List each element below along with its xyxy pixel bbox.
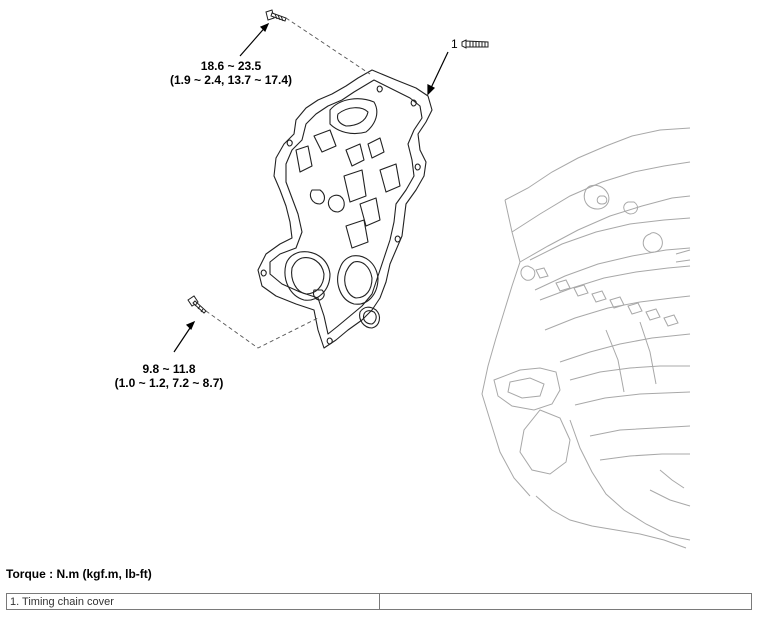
timing-chain-cover-drawing: [257, 69, 433, 349]
table-row: 1. Timing chain cover: [6, 593, 752, 610]
callout-bolt-icon: [461, 39, 489, 49]
upper-bolt-icon: [265, 9, 287, 22]
engine-block-drawing: [481, 127, 691, 549]
lower-torque-alt-units: (1.0 ~ 1.2, 7.2 ~ 8.7): [114, 376, 224, 390]
lower-torque-spec: 9.8 ~ 11.8 (1.0 ~ 1.2, 7.2 ~ 8.7): [104, 362, 234, 390]
upper-torque-alt-units: (1.9 ~ 2.4, 13.7 ~ 17.4): [169, 73, 293, 87]
upper-torque-nm: 18.6 ~ 23.5: [200, 59, 262, 73]
arrow-icons: [173, 22, 449, 353]
exploded-view-diagram: [173, 9, 691, 549]
dashed-leader-lines: [205, 17, 371, 349]
lower-torque-nm: 9.8 ~ 11.8: [142, 362, 196, 376]
legend-item-2: [378, 593, 752, 610]
part-callout-number: 1: [451, 37, 458, 51]
torque-units-heading: Torque : N.m (kgf.m, lb-ft): [6, 567, 152, 581]
lower-bolt-icon: [187, 295, 207, 314]
parts-legend-table: 1. Timing chain cover: [6, 593, 752, 610]
upper-torque-spec: 18.6 ~ 23.5 (1.9 ~ 2.4, 13.7 ~ 17.4): [156, 59, 306, 87]
legend-item-1: 1. Timing chain cover: [6, 593, 380, 610]
